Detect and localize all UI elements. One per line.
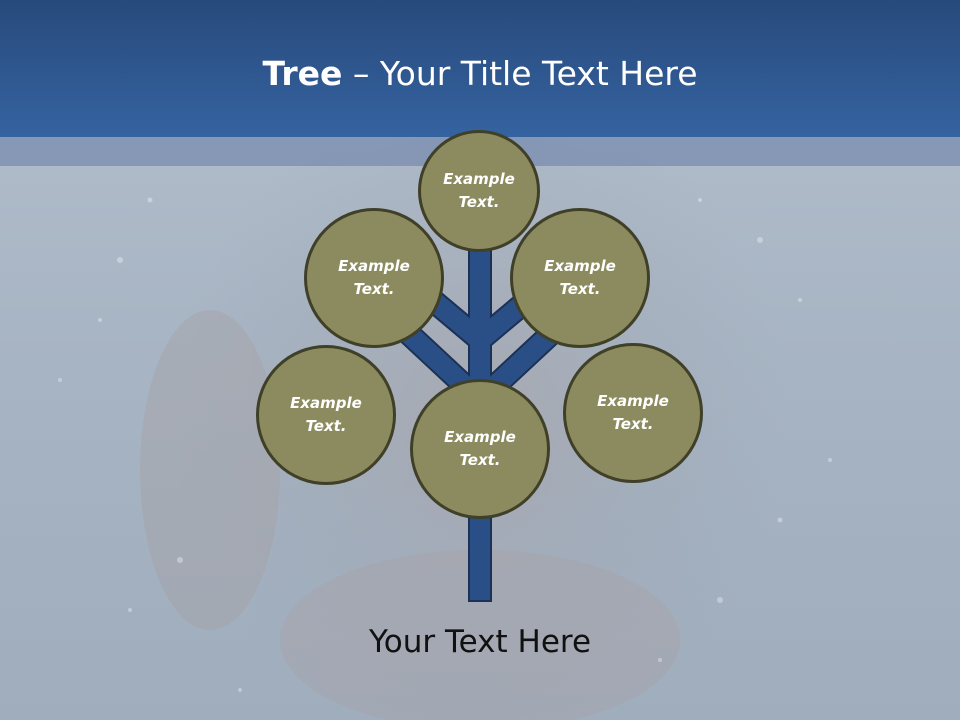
tree-node-upper-left: Example Text. xyxy=(304,208,444,348)
tree-node-top: Example Text. xyxy=(418,130,540,252)
title-separator: – xyxy=(342,54,380,93)
tree-node-mid-left: Example Text. xyxy=(256,345,396,485)
node-label: Example Text. xyxy=(597,392,669,433)
tree-node-center: Example Text. xyxy=(410,379,550,519)
title-text: Your Title Text Here xyxy=(379,54,698,93)
node-label: Example Text. xyxy=(338,257,410,298)
title-header-bar xyxy=(0,0,960,137)
node-label: Example Text. xyxy=(443,170,515,211)
node-label: Example Text. xyxy=(544,257,616,298)
slide-title: Tree – Your Title Text Here xyxy=(0,52,960,96)
tree-node-mid-right: Example Text. xyxy=(563,343,703,483)
tree-node-upper-right: Example Text. xyxy=(510,208,650,348)
node-label: Example Text. xyxy=(444,428,516,469)
slide-caption: Your Text Here xyxy=(368,624,592,660)
title-bold-word: Tree xyxy=(262,54,343,93)
node-label: Example Text. xyxy=(290,394,362,435)
